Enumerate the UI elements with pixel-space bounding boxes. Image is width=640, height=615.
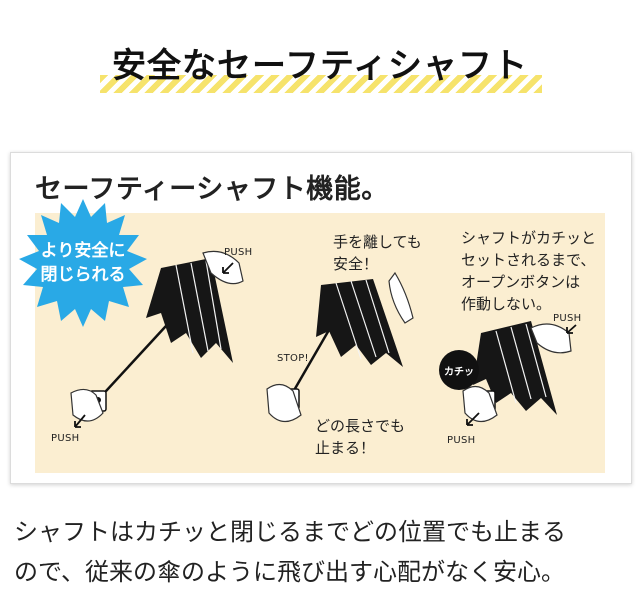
umbrella-2-icon — [266, 271, 414, 423]
burst-line-2: 閉じられる — [40, 265, 126, 285]
kachi-badge: カチッ — [439, 350, 479, 390]
step2-top-line-2: 安全！ — [333, 255, 379, 273]
description-line-2: ので、従来の傘のように飛び出す心配がなく安心。 — [14, 558, 566, 586]
page-title: 安全なセーフティシャフト — [100, 38, 542, 93]
heading-wrap: 安全なセーフティシャフト — [0, 38, 640, 93]
push-label-1: PUSH — [224, 247, 253, 258]
umbrella-1-icon — [70, 250, 244, 428]
push-label-4: PUSH — [447, 435, 476, 446]
step2-bottom-line-2: 止まる！ — [315, 439, 376, 457]
push-label-2: PUSH — [51, 433, 80, 444]
step3-line-2: セットされるまで、 — [461, 251, 596, 269]
description-text: シャフトはカチッと閉じるまでどの位置でも止まる ので、従来の傘のように飛び出す心… — [14, 512, 630, 592]
umbrella-illustration — [70, 250, 577, 428]
starburst-text: より安全に 閉じられる — [13, 193, 153, 333]
panel-title: セーフティーシャフト機能。 — [35, 174, 389, 205]
stop-label: STOP! — [277, 353, 309, 364]
step2-bottom-caption: どの長さでも 止まる！ — [315, 415, 405, 459]
illustration-panel: セーフティーシャフト機能。 — [10, 152, 632, 484]
step3-line-4: 作動しない。 — [461, 295, 552, 313]
burst-line-1: より安全に — [40, 241, 126, 261]
starburst-badge-icon — [19, 199, 147, 327]
push-label-3: PUSH — [553, 313, 582, 324]
umbrella-3-icon — [462, 321, 577, 426]
step2-bottom-line-1: どの長さでも — [315, 417, 406, 435]
step2-top-caption: 手を離しても 安全！ — [333, 231, 422, 275]
step3-line-3: オープンボタンは — [461, 273, 581, 291]
step2-top-line-1: 手を離しても — [333, 233, 422, 251]
description-line-1: シャフトはカチッと閉じるまでどの位置でも止まる — [14, 518, 566, 546]
page-title-text: 安全なセーフティシャフト — [112, 46, 528, 86]
step3-line-1: シャフトがカチッと — [461, 229, 597, 247]
step3-caption: シャフトがカチッと セットされるまで、 オープンボタンは 作動しない。 — [461, 227, 596, 315]
